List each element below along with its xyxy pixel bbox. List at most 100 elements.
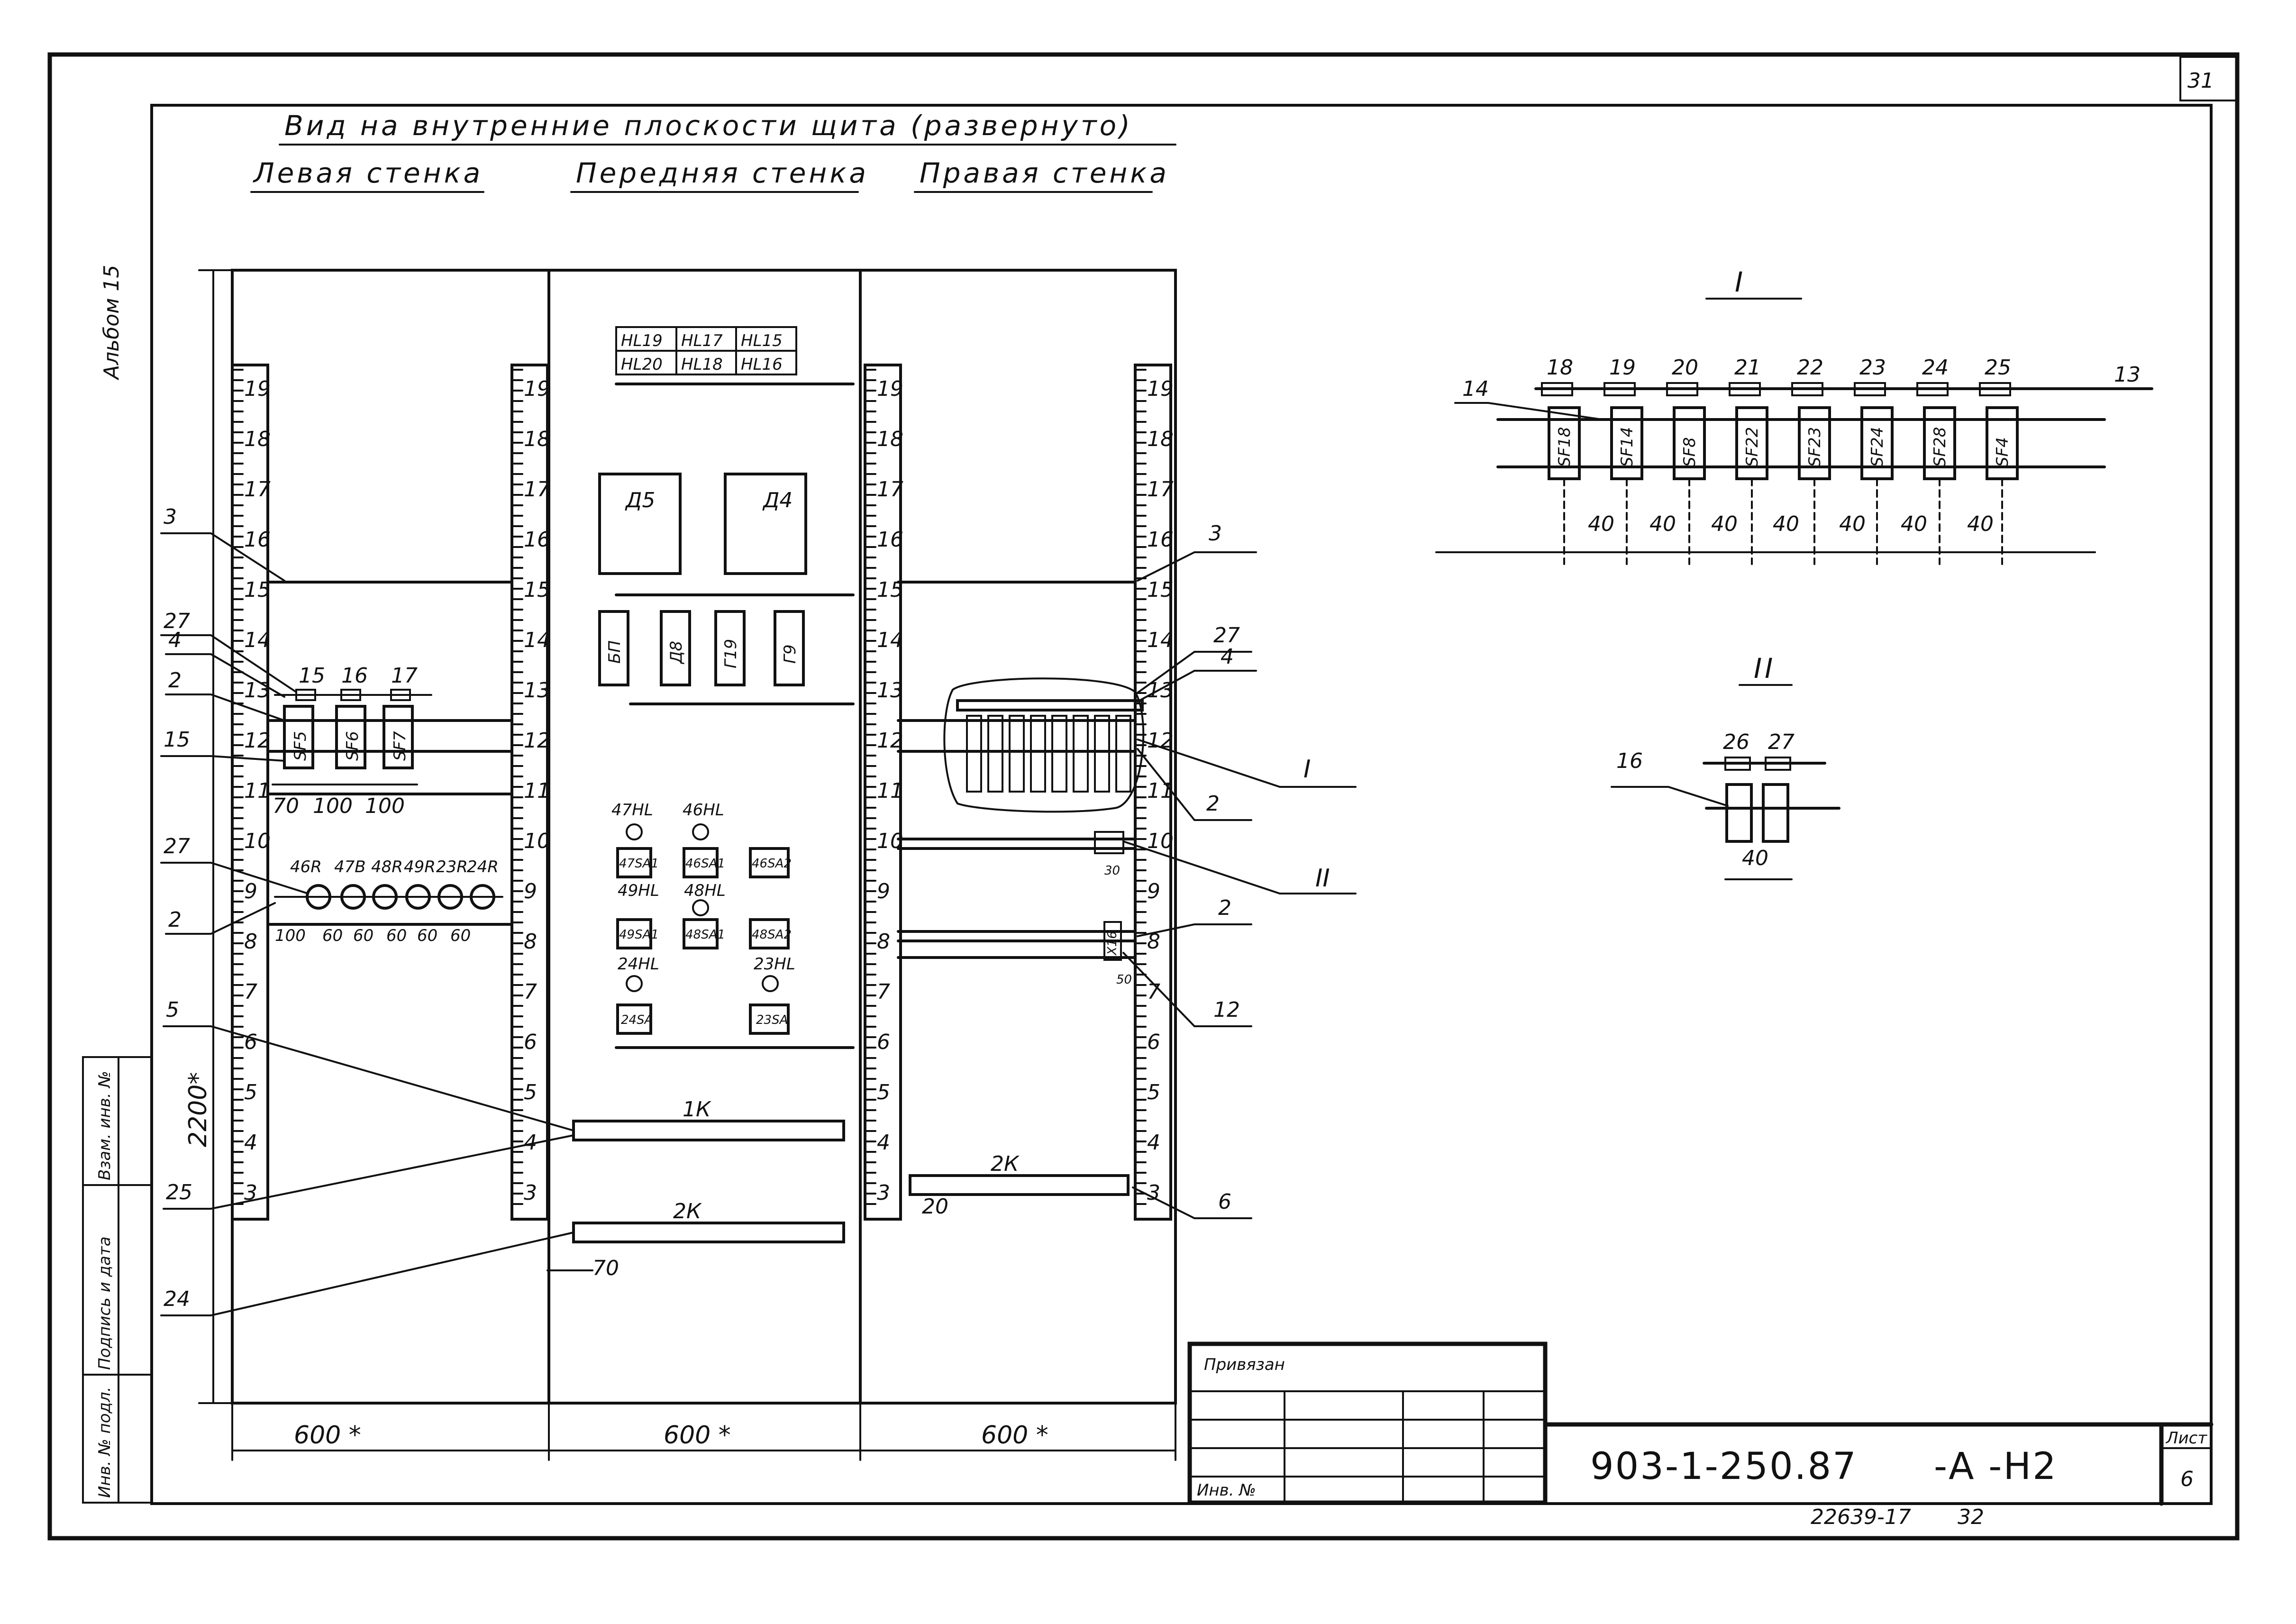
linked-label: Привязан xyxy=(1204,1355,1285,1374)
rail-number: 4 xyxy=(244,1131,257,1155)
horizontal-bars xyxy=(266,383,1137,1049)
left-breaker-3: SF7 xyxy=(391,731,410,761)
left-lamp-spacing-1: 100 xyxy=(275,926,306,945)
wall-label-right: Правая стенка xyxy=(920,157,1169,189)
switch-48sa1: 48SA1 xyxy=(685,928,725,942)
rail-number: 10 xyxy=(244,829,271,853)
panel-outlines xyxy=(231,269,1177,1405)
rail-number: 5 xyxy=(524,1080,537,1104)
rail-number: 17 xyxy=(244,477,271,502)
rail-number: 5 xyxy=(244,1080,257,1104)
left-lamp-6: 24R xyxy=(467,858,499,876)
detail-I-position: 24 xyxy=(1922,356,1949,380)
indicator-24hl: 24HL xyxy=(618,955,659,974)
left-callout-27a: 27 xyxy=(164,609,190,633)
switch-48sa2: 48SA2 xyxy=(752,928,792,942)
drawing-title: Вид на внутренние плоскости щита (развер… xyxy=(284,109,1133,142)
detail-I-callout-13: 13 xyxy=(2114,363,2141,387)
rail-number: 9 xyxy=(1147,879,1160,903)
rail-number: 5 xyxy=(1147,1080,1160,1104)
duct-2k xyxy=(572,1222,845,1243)
detail-II-pos-27: 27 xyxy=(1768,730,1795,754)
left-breaker-2: SF6 xyxy=(343,731,362,761)
detail-I-spacing-3: 40 xyxy=(1711,512,1738,536)
rail-number: 3 xyxy=(877,1181,890,1205)
side-stamp-sign: Подпись и дата xyxy=(95,1236,114,1370)
left-lamp-3: 48R xyxy=(371,858,403,876)
left-callout-15: 15 xyxy=(164,728,190,752)
rail-number: 18 xyxy=(244,427,271,451)
doc-code: 903-1-250.87 xyxy=(1590,1445,1858,1488)
rail-number: 6 xyxy=(244,1030,257,1054)
rail-number: 6 xyxy=(1147,1030,1160,1054)
rail-number: 16 xyxy=(244,528,271,552)
detail-I-position: 18 xyxy=(1547,356,1573,380)
indicator-47hl: 47HL xyxy=(611,801,653,820)
rail-number: 7 xyxy=(877,980,890,1004)
rail-number: 6 xyxy=(877,1030,890,1054)
outer-border xyxy=(47,52,2240,1541)
left-lamp-4: 49R xyxy=(404,858,436,876)
left-callout-24: 24 xyxy=(164,1287,190,1311)
rail-number: 14 xyxy=(244,628,271,652)
detail-I-breaker-label: SF23 xyxy=(1805,427,1824,467)
detail-II-spacing: 40 xyxy=(1742,846,1768,870)
lamp-table-2-1: HL20 xyxy=(621,355,663,374)
rail-number: 16 xyxy=(877,528,903,552)
left-callout-27b: 27 xyxy=(164,834,190,858)
detail-I-fuse xyxy=(1666,382,1698,396)
detail-I-fuse xyxy=(1604,382,1636,396)
rail-number: 7 xyxy=(244,980,257,1004)
switch-46sa2: 46SA2 xyxy=(752,857,792,871)
rail-number: 11 xyxy=(877,779,903,803)
rail-body xyxy=(510,364,549,1221)
rail-number: 8 xyxy=(877,930,890,954)
rail-body xyxy=(1134,364,1172,1221)
front-duct-offset: 70 xyxy=(592,1256,619,1280)
indicator-48hl: 48HL xyxy=(684,881,726,900)
detail-I-position: 23 xyxy=(1859,356,1886,380)
lamp-table-1-1: HL19 xyxy=(621,331,663,350)
left-lamp-spacing-3: 60 xyxy=(353,926,374,945)
side-stamp: Инв. № подл. Подпись и дата Взам. инв. № xyxy=(82,1056,153,1504)
side-stamp-replace: Взам. инв. № xyxy=(95,1071,114,1180)
duct-1k-label: 1К xyxy=(683,1097,711,1122)
detail-I-spacing-7: 40 xyxy=(1967,512,1994,536)
rail-number: 12 xyxy=(1147,729,1174,753)
right-dim-50: 50 xyxy=(1116,973,1132,987)
indicator-49hl: 49HL xyxy=(618,881,659,900)
rail-number: 8 xyxy=(244,930,257,954)
detail-I-fuse xyxy=(1541,382,1573,396)
rail-number: 19 xyxy=(524,377,550,401)
left-lamps: 46R 47B 48R 49R 23R 24R 100 60 60 60 60 … xyxy=(274,858,503,945)
relay-g19: Г19 xyxy=(721,639,740,668)
rail-number: 17 xyxy=(524,477,550,502)
rail-number: 13 xyxy=(877,678,903,703)
detail-I-callout-14: 14 xyxy=(1462,377,1489,401)
rail-number: 11 xyxy=(244,779,271,803)
rail-number: 9 xyxy=(244,879,257,903)
dimensions: 2200* 600 * 600 * 600 * xyxy=(184,269,1176,1461)
rail-number: 11 xyxy=(524,779,550,803)
left-callout-4: 4 xyxy=(168,628,182,652)
archive-number: 22639-17 xyxy=(1811,1505,1911,1529)
rail-number: 10 xyxy=(1147,829,1174,853)
rail-body xyxy=(864,364,902,1221)
detail-I-spacing-5: 40 xyxy=(1839,512,1866,536)
rail-number: 18 xyxy=(877,427,903,451)
switch-23sa: 23SA xyxy=(756,1013,788,1027)
rail-number: 9 xyxy=(877,879,890,903)
switch-47sa1: 47SA1 xyxy=(619,857,659,871)
rail-number: 15 xyxy=(1147,578,1174,602)
inv-label: Инв. № xyxy=(1197,1481,1256,1500)
left-lamp-spacing-6: 60 xyxy=(450,926,471,945)
detail-I-position: 21 xyxy=(1734,356,1761,380)
rail-number: 4 xyxy=(1147,1131,1160,1155)
detail-I-breaker-label: SF8 xyxy=(1680,437,1699,467)
right-callout-4: 4 xyxy=(1221,645,1234,669)
rail-number: 5 xyxy=(877,1080,890,1104)
rail-number: 12 xyxy=(524,729,550,753)
